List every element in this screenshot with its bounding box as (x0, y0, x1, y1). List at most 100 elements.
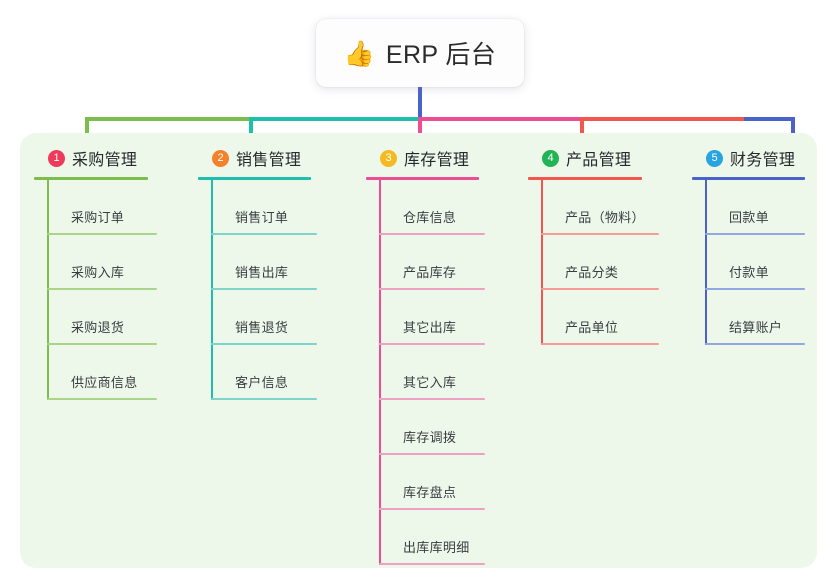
branch-header-2[interactable]: 2 销售管理 (198, 145, 311, 171)
branch-number-badge: 4 (542, 149, 559, 167)
branch-leaf-list: 仓库信息产品库存其它出库其它入库库存调拨库存盘点出库库明细 (379, 180, 485, 565)
leaf-item[interactable]: 其它入库 (379, 345, 485, 400)
leaf-item[interactable]: 采购退货 (47, 290, 157, 345)
branch-header-rule (528, 177, 642, 180)
leaf-item[interactable]: 销售订单 (211, 180, 317, 235)
leaf-item-rule (47, 398, 157, 400)
branch-leaf-list: 采购订单采购入库采购退货供应商信息 (47, 180, 157, 400)
leaf-item-rule (705, 343, 805, 345)
branch-number-badge: 1 (48, 149, 65, 167)
leaf-item-rule (705, 233, 805, 235)
branch-spine (379, 180, 381, 565)
leaf-item-rule (379, 453, 485, 455)
branch-header-rule (692, 177, 805, 180)
leaf-item-rule (541, 343, 659, 345)
leaf-item-label: 结算账户 (729, 320, 783, 335)
branch-header-rule (34, 177, 148, 180)
leaf-item-label: 采购入库 (71, 265, 125, 280)
branch-spine (47, 180, 49, 400)
leaf-item[interactable]: 采购订单 (47, 180, 157, 235)
leaf-item-label: 供应商信息 (71, 375, 138, 390)
leaf-item[interactable]: 回款单 (705, 180, 805, 235)
root-node-title: ERP 后台 (385, 41, 497, 69)
leaf-item-rule (379, 508, 485, 510)
leaf-item-rule (379, 233, 485, 235)
leaf-item-label: 回款单 (729, 210, 769, 225)
leaf-item-label: 库存盘点 (403, 485, 457, 500)
leaf-item-rule (379, 398, 485, 400)
leaf-item-label: 销售退货 (235, 320, 289, 335)
leaf-item[interactable]: 库存盘点 (379, 455, 485, 510)
branch-header-1[interactable]: 1 采购管理 (34, 145, 148, 171)
diagram-panel (20, 133, 817, 568)
leaf-item[interactable]: 产品（物料） (541, 180, 659, 235)
leaf-item[interactable]: 其它出库 (379, 290, 485, 345)
leaf-item-rule (211, 343, 317, 345)
leaf-item[interactable]: 仓库信息 (379, 180, 485, 235)
leaf-item[interactable]: 库存调拨 (379, 400, 485, 455)
branch-number-badge: 2 (212, 149, 229, 167)
leaf-item[interactable]: 客户信息 (211, 345, 317, 400)
branch-spine (705, 180, 707, 345)
branch-title: 采购管理 (72, 152, 138, 169)
leaf-item-rule (541, 233, 659, 235)
leaf-item[interactable]: 销售退货 (211, 290, 317, 345)
branch-leaf-list: 回款单付款单结算账户 (705, 180, 805, 345)
branch-header-5[interactable]: 5 财务管理 (692, 145, 805, 171)
branch-spine (541, 180, 543, 345)
root-node[interactable]: 👍 ERP 后台 (316, 19, 524, 87)
leaf-item[interactable]: 产品分类 (541, 235, 659, 290)
leaf-item-rule (47, 343, 157, 345)
leaf-item-label: 采购订单 (71, 210, 125, 225)
leaf-item[interactable]: 出库库明细 (379, 510, 485, 565)
leaf-item[interactable]: 采购入库 (47, 235, 157, 290)
branch-column-5: 5 财务管理回款单付款单结算账户 (692, 145, 805, 345)
branch-title: 财务管理 (730, 152, 796, 169)
leaf-item-label: 客户信息 (235, 375, 289, 390)
branch-spine (211, 180, 213, 400)
leaf-item-label: 其它入库 (403, 375, 457, 390)
branch-title: 库存管理 (404, 152, 470, 169)
leaf-item-label: 产品单位 (565, 320, 619, 335)
leaf-item-label: 出库库明细 (403, 540, 470, 555)
branch-column-2: 2 销售管理销售订单销售出库销售退货客户信息 (198, 145, 317, 400)
leaf-item[interactable]: 销售出库 (211, 235, 317, 290)
branch-number-badge: 5 (706, 149, 723, 167)
leaf-item-rule (379, 563, 485, 565)
leaf-item-label: 其它出库 (403, 320, 457, 335)
thumbs-up-icon: 👍 (343, 39, 375, 68)
leaf-item-label: 产品库存 (403, 265, 457, 280)
leaf-item-rule (47, 288, 157, 290)
leaf-item-label: 产品分类 (565, 265, 619, 280)
leaf-item-rule (705, 288, 805, 290)
branch-number-badge: 3 (380, 149, 397, 167)
leaf-item-label: 仓库信息 (403, 210, 457, 225)
leaf-item[interactable]: 付款单 (705, 235, 805, 290)
leaf-item-label: 产品（物料） (565, 210, 645, 225)
leaf-item-rule (211, 398, 317, 400)
leaf-item-rule (211, 288, 317, 290)
branch-column-3: 3 库存管理仓库信息产品库存其它出库其它入库库存调拨库存盘点出库库明细 (366, 145, 485, 565)
branch-column-4: 4 产品管理产品（物料） 产品分类产品单位 (528, 145, 659, 345)
leaf-item-rule (211, 233, 317, 235)
leaf-item-label: 销售出库 (235, 265, 289, 280)
leaf-item-label: 库存调拨 (403, 430, 457, 445)
leaf-item-label: 采购退货 (71, 320, 125, 335)
branch-header-4[interactable]: 4 产品管理 (528, 145, 642, 171)
branch-title: 产品管理 (566, 152, 632, 169)
leaf-item[interactable]: 产品单位 (541, 290, 659, 345)
leaf-item[interactable]: 产品库存 (379, 235, 485, 290)
leaf-item-rule (541, 288, 659, 290)
branch-header-3[interactable]: 3 库存管理 (366, 145, 479, 171)
branch-column-1: 1 采购管理采购订单采购入库采购退货供应商信息 (34, 145, 157, 400)
leaf-item-rule (379, 343, 485, 345)
leaf-item[interactable]: 供应商信息 (47, 345, 157, 400)
branch-header-rule (198, 177, 311, 180)
leaf-item-label: 付款单 (729, 265, 769, 280)
leaf-item[interactable]: 结算账户 (705, 290, 805, 345)
branch-header-rule (366, 177, 479, 180)
branch-leaf-list: 产品（物料） 产品分类产品单位 (541, 180, 659, 345)
branch-title: 销售管理 (236, 152, 302, 169)
